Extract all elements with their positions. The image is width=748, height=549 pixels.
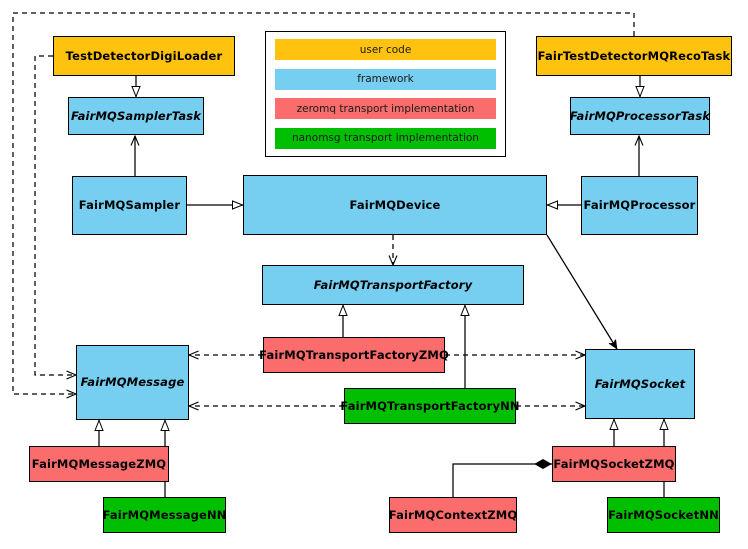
class-box-fairmqsocketnn[interactable]: FairMQSocketNN	[607, 497, 720, 533]
legend-item-nanomsg: nanomsg transport implementation	[275, 127, 496, 149]
class-box-fairmqsocketzmq[interactable]: FairMQSocketZMQ	[552, 446, 676, 482]
legend-label-framework: framework	[357, 73, 414, 86]
legend-item-user-code: user code	[275, 39, 496, 60]
class-box-fairmqcontextzmq[interactable]: FairMQContextZMQ	[389, 497, 517, 533]
class-box-fairmqtransportfactorynn[interactable]: FairMQTransportFactoryNN	[340, 388, 520, 424]
class-box-fairmqsampler[interactable]: FairMQSampler	[72, 176, 187, 235]
class-box-fairmqdevice[interactable]: FairMQDevice	[243, 175, 547, 235]
class-box-fairmqmessagezmq[interactable]: FairMQMessageZMQ	[29, 446, 169, 482]
class-box-fairmqtransportfactoryzmq[interactable]: FairMQTransportFactoryZMQ	[259, 337, 449, 373]
class-box-fairmqtransportfactory[interactable]: FairMQTransportFactory	[262, 265, 524, 305]
legend-panel: user code framework zeromq transport imp…	[265, 31, 506, 157]
class-box-fairmqprocessor[interactable]: FairMQProcessor	[581, 176, 698, 235]
class-box-fairmqsocket[interactable]: FairMQSocket	[585, 349, 695, 419]
class-box-fairmqmessage[interactable]: FairMQMessage	[76, 345, 189, 420]
class-box-fairmqmessagenn[interactable]: FairMQMessageNN	[103, 497, 226, 533]
class-box-fairtestdetectormqrecotask[interactable]: FairTestDetectorMQRecoTask	[536, 36, 732, 76]
edge-device-socket	[546, 234, 618, 349]
class-box-testdetectordigiloader[interactable]: TestDetectorDigiLoader	[53, 36, 235, 76]
legend-label-user-code: user code	[359, 43, 412, 56]
class-box-fairmqprocessortask[interactable]: FairMQProcessorTask	[570, 97, 710, 135]
edge-contextzmq-socketzmq	[452, 459, 552, 497]
legend-label-nanomsg: nanomsg transport implementation	[292, 132, 479, 145]
legend-item-zeromq: zeromq transport implementation	[275, 98, 496, 120]
legend-item-framework: framework	[275, 68, 496, 90]
legend-label-zeromq: zeromq transport implementation	[296, 102, 475, 115]
class-box-fairmqsamplertask[interactable]: FairMQSamplerTask	[68, 97, 204, 135]
